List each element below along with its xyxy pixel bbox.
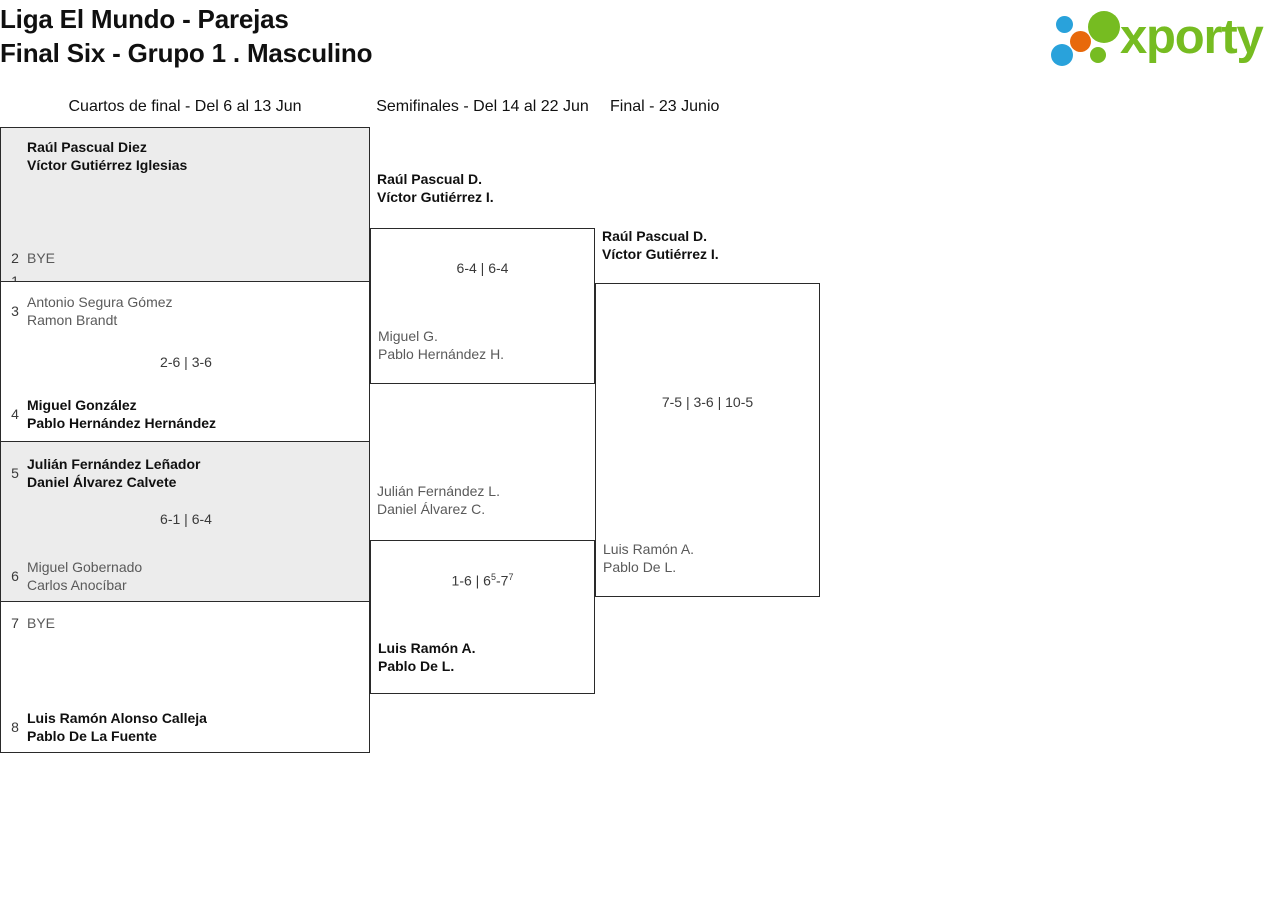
logo-dot-blue-top — [1056, 16, 1073, 33]
seed-number: 2 — [11, 250, 19, 266]
match-r2-1[interactable]: Miguel G. Pablo Hernández H. 6-4 | 6-4 — [370, 228, 595, 384]
match-r2-2[interactable]: Luis Ramón A. Pablo De L. 1-6 | 65-77 — [370, 540, 595, 694]
logo-dot-blue-bottom — [1051, 44, 1073, 66]
match-final[interactable]: Luis Ramón A. Pablo De L. 7-5 | 3-6 | 10… — [595, 283, 820, 597]
seed-number: 4 — [11, 406, 19, 422]
seed-number: 7 — [11, 615, 19, 631]
seed-number: 5 — [11, 465, 19, 481]
match-r1-4[interactable]: 7 BYE 8 Luis Ramón Alonso Calleja Pablo … — [0, 601, 370, 753]
match-r1-1[interactable]: 1 Raúl Pascual Diez Víctor Gutiérrez Igl… — [0, 127, 370, 289]
match-r1-2[interactable]: 3 Antonio Segura Gómez Ramon Brandt 4 Mi… — [0, 281, 370, 442]
logo-dot-green-large — [1088, 11, 1120, 43]
logo-wordmark: xporty — [1120, 10, 1264, 64]
page-title: Liga El Mundo - Parejas Final Six - Grup… — [0, 4, 373, 68]
round-header-semifinals: Semifinales - Del 14 al 22 Jun — [376, 98, 589, 115]
team-bottom: Luis Ramón Alonso Calleja Pablo De La Fu… — [27, 710, 207, 744]
logo-dot-green-small — [1090, 47, 1106, 63]
match-score: 6-4 | 6-4 — [456, 260, 509, 276]
team-bottom: Luis Ramón A. Pablo De L. — [378, 640, 476, 674]
page-header: Liga El Mundo - Parejas Final Six - Grup… — [0, 0, 1280, 80]
advance-r2-1-top: Raúl Pascual D. Víctor Gutiérrez I. — [377, 171, 494, 205]
team-bottom: Miguel González Pablo Hernández Hernánde… — [27, 397, 217, 431]
team-bottom: Miguel Gobernado Carlos Anocíbar — [27, 559, 143, 593]
seed-number: 3 — [11, 303, 19, 319]
match-r1-3[interactable]: 5 Julián Fernández Leñador Daniel Álvare… — [0, 441, 370, 602]
team-top: BYE — [27, 615, 56, 631]
team-bottom: BYE — [27, 250, 56, 266]
round-header-final: Final - 23 Junio — [610, 98, 720, 115]
logo-dot-orange — [1070, 31, 1091, 52]
match-score: 2-6 | 3-6 — [160, 354, 212, 370]
team-bottom: Miguel G. Pablo Hernández H. — [378, 328, 505, 362]
team-top: Julián Fernández Leñador Daniel Álvarez … — [27, 456, 201, 490]
seed-number: 6 — [11, 568, 19, 584]
round-header-quarterfinals: Cuartos de final - Del 6 al 13 Jun — [68, 98, 302, 115]
team-bottom: Luis Ramón A. Pablo De L. — [603, 541, 695, 575]
match-score: 6-1 | 6-4 — [160, 511, 212, 527]
team-top: Raúl Pascual Diez Víctor Gutiérrez Igles… — [27, 139, 188, 173]
team-top: Antonio Segura Gómez Ramon Brandt — [27, 294, 173, 328]
xporty-logo: xporty — [1048, 6, 1276, 68]
match-score: 7-5 | 3-6 | 10-5 — [661, 394, 754, 410]
advance-r3-1-top: Raúl Pascual D. Víctor Gutiérrez I. — [602, 228, 719, 262]
match-score: 1-6 | 65-77 — [451, 572, 514, 589]
advance-r2-2-top: Julián Fernández L. Daniel Álvarez C. — [377, 483, 500, 517]
seed-number: 8 — [11, 719, 19, 735]
